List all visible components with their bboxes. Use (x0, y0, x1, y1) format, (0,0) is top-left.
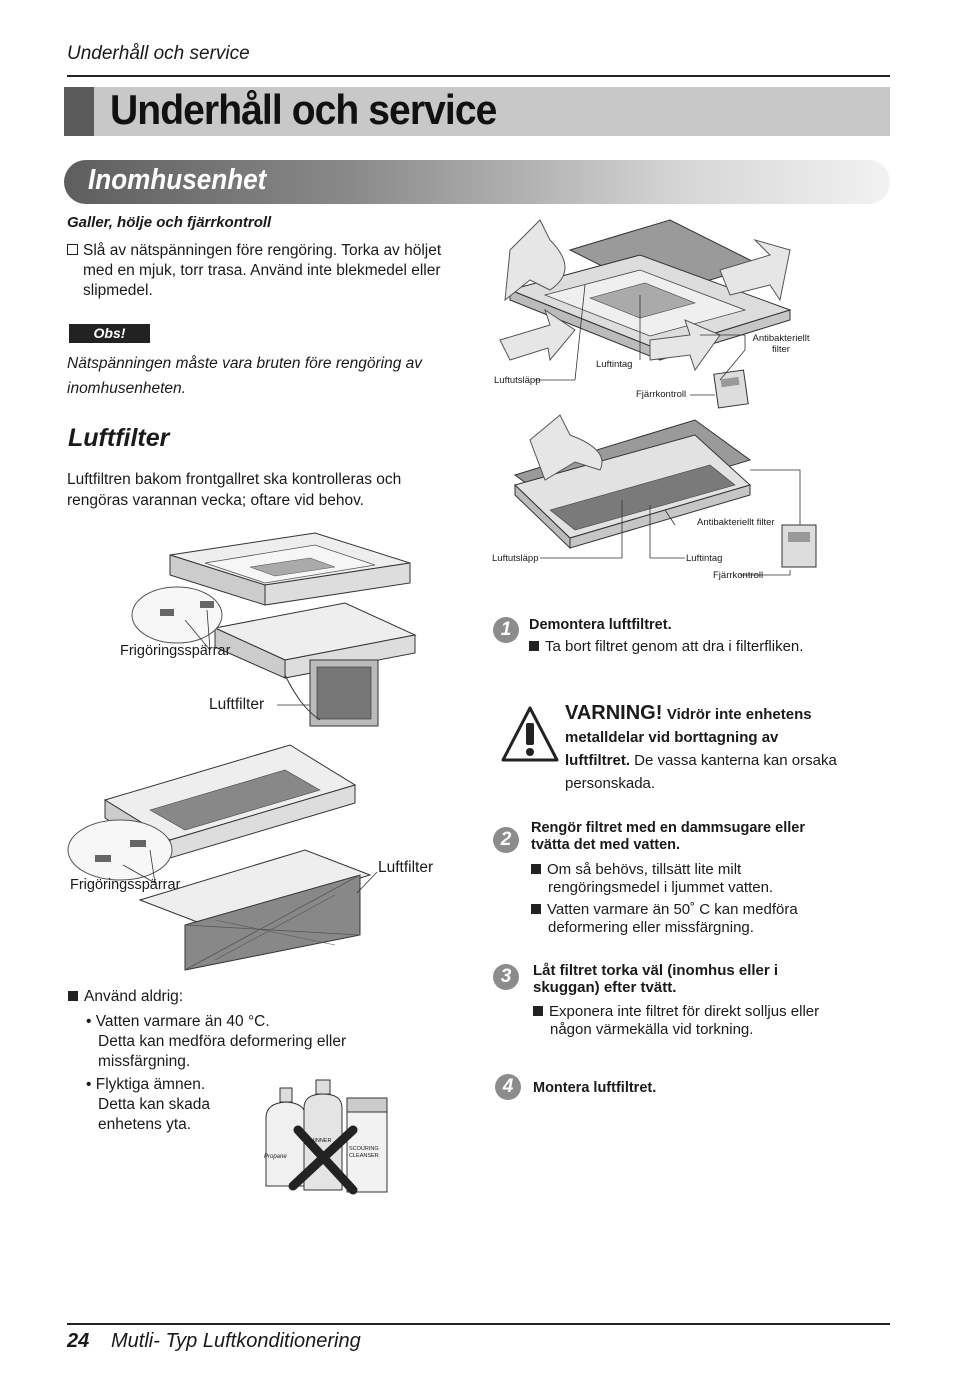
section-bar: Inomhusenhet (64, 160, 890, 204)
warning-label: VARNING! (565, 702, 663, 724)
remote-label: Fjärrkontroll (713, 570, 764, 581)
step-number: 1 (493, 617, 519, 643)
galler-line: med en mjuk, torr trasa. Använd inte ble… (83, 262, 441, 279)
step-number: 3 (493, 964, 519, 990)
title-accent (64, 87, 94, 136)
linear-cassette-illustration (513, 414, 817, 576)
never-use-line: enhetens yta. (98, 1116, 192, 1133)
warning-text: VARNING! Vidrör inte enhetens metalldela… (565, 702, 875, 795)
luftfilter-line: Luftfiltren bakom frontgallret ska kontr… (67, 471, 402, 488)
page-title: Underhåll och service (110, 86, 497, 133)
step-title-line: Låt filtret torka väl (inomhus eller i (533, 962, 779, 979)
step-body-text: rengöringsmedel i ljummet vatten. (548, 879, 774, 896)
never-use-line: Detta kan skada (98, 1096, 211, 1113)
never-use-line: • Flyktiga ämnen. (86, 1076, 206, 1093)
never-use-line: Detta kan medföra deformering eller (98, 1033, 347, 1050)
step-number: 4 (495, 1074, 521, 1100)
warning-line: De vassa kanterna kan orsaka (634, 752, 837, 769)
intake-label: Luftintag (686, 553, 723, 564)
outlet-label: Luftutsläpp (494, 375, 541, 386)
footer-rule (67, 1323, 890, 1325)
warning-line: personskada. (565, 775, 656, 792)
bottle-label: THINNER (307, 1138, 332, 1144)
warning-line: luftfiltret. (565, 752, 630, 769)
bullet-square-icon (529, 641, 539, 651)
filter-label: Luftfilter (378, 859, 434, 876)
obs-badge: Obs! (69, 324, 150, 343)
luftfilter-heading: Luftfilter (68, 424, 170, 452)
step-body-text: deformering eller missfärgning. (548, 919, 754, 936)
bottle-label: Propane (264, 1154, 287, 1160)
step-body-text: Om så behövs, tillsätt lite milt (547, 861, 742, 878)
step-title: Montera luftfiltret. (533, 1080, 657, 1096)
step-title-line: skuggan) efter tvätt. (533, 979, 677, 996)
bullet-square-icon (531, 904, 541, 914)
four-way-cassette-illustration (499, 219, 792, 409)
bullet-square-icon (68, 991, 78, 1001)
warning-line: Vidrör inte enhetens (666, 706, 812, 723)
luftfilter-line: rengöras varannan vecka; oftare vid beho… (67, 492, 364, 509)
filter-label: Luftfilter (209, 696, 265, 713)
step-title: Demontera luftfiltret. (529, 617, 672, 633)
antibac-filter-label: Antibakteriellt filter (752, 333, 810, 355)
galler-line: Slå av nätspänningen före rengöring. Tor… (83, 242, 442, 259)
step-body: Exponera inte filtret för direkt solljus… (533, 1003, 819, 1039)
never-use-heading-text: Använd aldrig: (84, 988, 184, 1005)
step-number: 2 (493, 827, 519, 853)
step-body: Ta bort filtret genom att dra i filterfl… (529, 638, 803, 656)
remote-label: Fjärrkontroll (636, 389, 687, 400)
galler-line: slipmedel. (83, 282, 153, 299)
obs-line: inomhusenheten. (67, 380, 186, 397)
step-title: Låt filtret torka väl (inomhus eller i s… (533, 962, 778, 996)
checkbox-icon (67, 244, 78, 255)
obs-note: Nätspänningen måste vara bruten före ren… (67, 351, 467, 401)
luftfilter-text: Luftfiltren bakom frontgallret ska kontr… (67, 469, 467, 511)
galler-heading: Galler, hölje och fjärrkontroll (67, 214, 272, 231)
intake-label: Luftintag (596, 359, 633, 370)
section-title: Inomhusenhet (88, 164, 267, 196)
step-body: Om så behövs, tillsätt lite milt rengöri… (531, 861, 798, 937)
header-rule (67, 75, 890, 77)
running-header: Underhåll och service (67, 43, 250, 64)
obs-line: Nätspänningen måste vara bruten före ren… (67, 355, 422, 372)
bottle-label: SCOURING CLEANSER (349, 1146, 379, 1159)
step-body-text: Exponera inte filtret för direkt solljus… (549, 1003, 820, 1020)
galler-text: Slå av nätspänningen före rengöring. Tor… (67, 241, 477, 301)
never-use-line: missfärgning. (98, 1053, 191, 1070)
footer-title: Mutli- Typ Luftkonditionering (111, 1330, 361, 1352)
step-body-text: Ta bort filtret genom att dra i filterfl… (545, 638, 804, 655)
never-use-item-1: • Vatten varmare än 40 °C. Detta kan med… (86, 1012, 346, 1072)
page-number: 24 (67, 1330, 90, 1352)
page-title-bar: Underhåll och service (64, 86, 890, 136)
warning-triangle-icon (501, 706, 559, 762)
step-title: Rengör filtret med en dammsugare eller t… (531, 820, 805, 854)
never-use-line: • Vatten varmare än 40 °C. (86, 1013, 270, 1030)
outlet-label: Luftutsläpp (492, 553, 539, 564)
release-latch-label: Frigöringsspärrar (120, 643, 231, 659)
antibac-filter-label: Antibakteriellt filter (697, 517, 775, 528)
step-title-line: Rengör filtret med en dammsugare eller (531, 820, 805, 836)
step-body-text: Vatten varmare än 50˚ C kan medföra (547, 901, 798, 918)
never-use-heading: Använd aldrig: (68, 988, 183, 1006)
warning-line: metalldelar vid borttagning av (565, 729, 779, 746)
bullet-square-icon (533, 1006, 543, 1016)
bullet-square-icon (531, 864, 541, 874)
solvent-bottles-illustration (265, 1079, 388, 1195)
step-title-line: tvätta det med vatten. (531, 837, 681, 853)
cassette-filter-illustration (67, 532, 417, 971)
release-latch-label: Frigöringsspärrar (70, 877, 181, 893)
never-use-item-2: • Flyktiga ämnen. Detta kan skada enhete… (86, 1075, 210, 1135)
step-body-text: någon värmekälla vid torkning. (550, 1021, 754, 1038)
